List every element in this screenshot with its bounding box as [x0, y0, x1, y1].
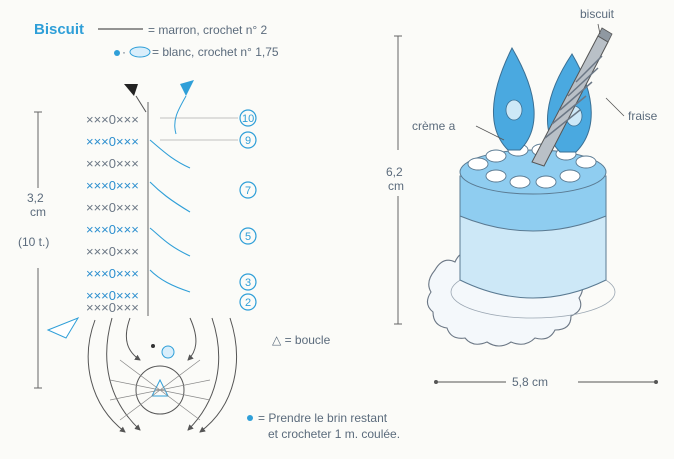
loop-note: △ = boucle: [272, 333, 331, 347]
note-line1: = Prendre le brin restant: [258, 411, 388, 425]
legend-line1: = marron, crochet n° 2: [148, 23, 268, 37]
round-number: 5: [245, 231, 251, 243]
stitch-grid: ×××0××× ×××0××× ×××0××× ×××0××× ×××0××× …: [86, 102, 238, 316]
cake-illustration: biscuit crème a fraise: [412, 7, 658, 346]
cake-width-label: 5,8 cm: [512, 375, 548, 389]
bottom-note: = Prendre le brin restant et crocheter 1…: [247, 411, 400, 441]
blue-dot-icon: [114, 50, 120, 56]
loop-legend: △ = boucle: [272, 333, 331, 347]
height-indicator-left: 3,2 cm (10 t.): [18, 112, 49, 388]
height-value-left: 3,2: [27, 191, 44, 205]
legend-title: Biscuit: [34, 21, 84, 38]
round-numbers: 10 9 7 5 3 2: [240, 110, 256, 310]
stitch-row: ×××0×××: [86, 300, 139, 315]
svg-text:·: ·: [122, 45, 126, 59]
white-stitch-icon: [130, 47, 150, 57]
height-unit-left: cm: [30, 205, 46, 219]
stitch-row: ×××0×××: [86, 112, 139, 127]
stitch-row: ×××0×××: [86, 266, 139, 281]
label-biscuit: biscuit: [580, 7, 615, 21]
stitch-row: ×××0×××: [86, 134, 139, 149]
stitch-row: ×××0×××: [86, 156, 139, 171]
blue-dot-icon: [247, 415, 253, 421]
round-number: 10: [242, 113, 254, 125]
round-number: 9: [245, 135, 251, 147]
stitch-row: ×××0×××: [86, 200, 139, 215]
brown-tail-icon: [124, 84, 138, 96]
cake-height-unit: cm: [388, 179, 404, 193]
note-line2: et crocheter 1 m. coulée.: [268, 427, 400, 441]
stitch-row: ×××0×××: [86, 244, 139, 259]
legend: Biscuit = marron, crochet n° 2 · = blanc…: [34, 21, 279, 59]
base-diagram: [48, 318, 237, 432]
blue-tail-icon: [180, 80, 194, 96]
strawberry-left: [493, 48, 534, 150]
stitch-row: ×××0×××: [86, 222, 139, 237]
label-fraise: fraise: [628, 109, 658, 123]
loop-triangle-icon: [48, 318, 78, 338]
height-indicator-cake: 6,2 cm: [386, 36, 404, 324]
cake-height-value: 6,2: [386, 165, 403, 179]
width-indicator: 5,8 cm: [434, 375, 658, 389]
rounds-label: (10 t.): [18, 235, 49, 249]
round-number: 3: [245, 277, 251, 289]
round-number: 2: [245, 297, 251, 309]
stitch-row: ×××0×××: [86, 178, 139, 193]
legend-line2: = blanc, crochet n° 1,75: [152, 45, 279, 59]
round-number: 7: [245, 185, 251, 197]
label-creme: crème a: [412, 119, 456, 133]
